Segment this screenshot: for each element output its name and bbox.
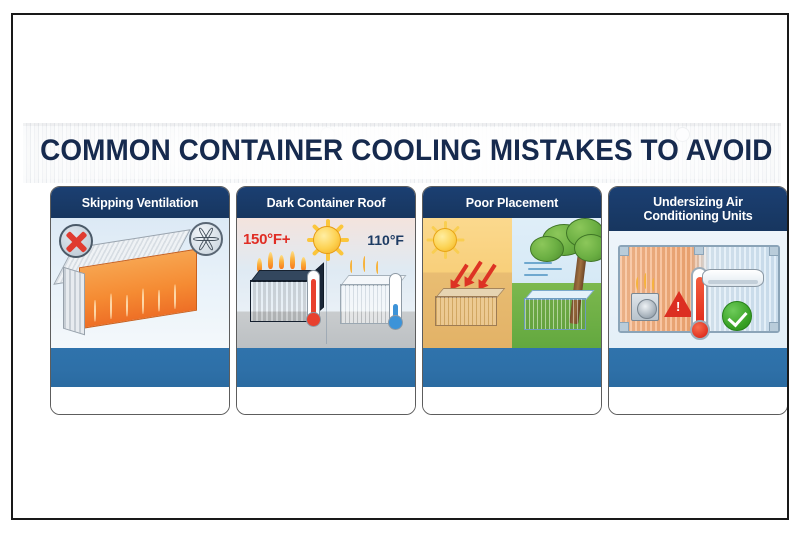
card-footer bbox=[51, 387, 229, 414]
wind-icon bbox=[528, 268, 562, 270]
thermometer-hot-icon bbox=[306, 270, 321, 327]
card-illustration-poor-placement bbox=[423, 218, 601, 348]
card-accent-band bbox=[51, 348, 229, 387]
temperature-label-cool: 110°F bbox=[367, 232, 404, 248]
dark-container-body bbox=[250, 280, 312, 322]
fan-icon bbox=[189, 222, 223, 256]
cool-container-body bbox=[524, 298, 586, 330]
temperature-label-hot: 150°F+ bbox=[243, 231, 291, 248]
ac-unit-icon bbox=[631, 293, 659, 321]
container-end-panel bbox=[63, 266, 85, 336]
no-vent-icon bbox=[59, 224, 93, 258]
card-accent-band bbox=[423, 348, 601, 387]
thermometer-cool-icon bbox=[388, 273, 403, 330]
mini-split-icon bbox=[702, 269, 764, 287]
warning-triangle-icon bbox=[664, 291, 694, 317]
card-footer bbox=[237, 387, 415, 414]
scene-desert-sun bbox=[423, 218, 512, 348]
card-undersizing-air-conditioning-units: Undersizing Air Conditioning Units bbox=[608, 186, 787, 415]
card-title-undersizing-air-conditioning-units: Undersizing Air Conditioning Units bbox=[609, 187, 787, 231]
card-illustration-undersizing-air-conditioning-units bbox=[609, 231, 787, 348]
card-illustration-dark-container-roof: 150°F+ 110°F bbox=[237, 218, 415, 348]
scene-shaded-grass bbox=[512, 218, 601, 348]
card-footer bbox=[423, 387, 601, 414]
card-accent-band bbox=[609, 348, 787, 387]
page-title: COMMON CONTAINER COOLING MISTAKES TO AVO… bbox=[40, 134, 773, 167]
card-accent-band bbox=[237, 348, 415, 387]
heat-arrow-icon bbox=[467, 260, 483, 282]
card-title-dark-container-roof: Dark Container Roof bbox=[237, 187, 415, 218]
divider bbox=[326, 226, 327, 344]
card-title-poor-placement: Poor Placement bbox=[423, 187, 601, 218]
card-footer bbox=[609, 387, 787, 414]
card-dark-container-roof: Dark Container Roof 150°F+ 110°F bbox=[236, 186, 416, 415]
card-skipping-ventilation: Skipping Ventilation bbox=[50, 186, 230, 415]
hot-container-body bbox=[435, 296, 497, 326]
wind-icon bbox=[524, 274, 548, 276]
sun-icon bbox=[313, 226, 341, 254]
card-title-skipping-ventilation: Skipping Ventilation bbox=[51, 187, 229, 218]
card-poor-placement: Poor Placement bbox=[422, 186, 602, 415]
check-circle-icon bbox=[722, 301, 752, 331]
title-backdrop-sheen bbox=[23, 127, 781, 179]
container-cutaway bbox=[618, 245, 780, 340]
heat-arrow-icon bbox=[481, 263, 497, 285]
sun-icon bbox=[433, 228, 457, 252]
infographic-frame: COMMON CONTAINER COOLING MISTAKES TO AVO… bbox=[11, 13, 789, 520]
wind-icon bbox=[524, 262, 552, 264]
card-illustration-skipping-ventilation bbox=[51, 218, 229, 348]
